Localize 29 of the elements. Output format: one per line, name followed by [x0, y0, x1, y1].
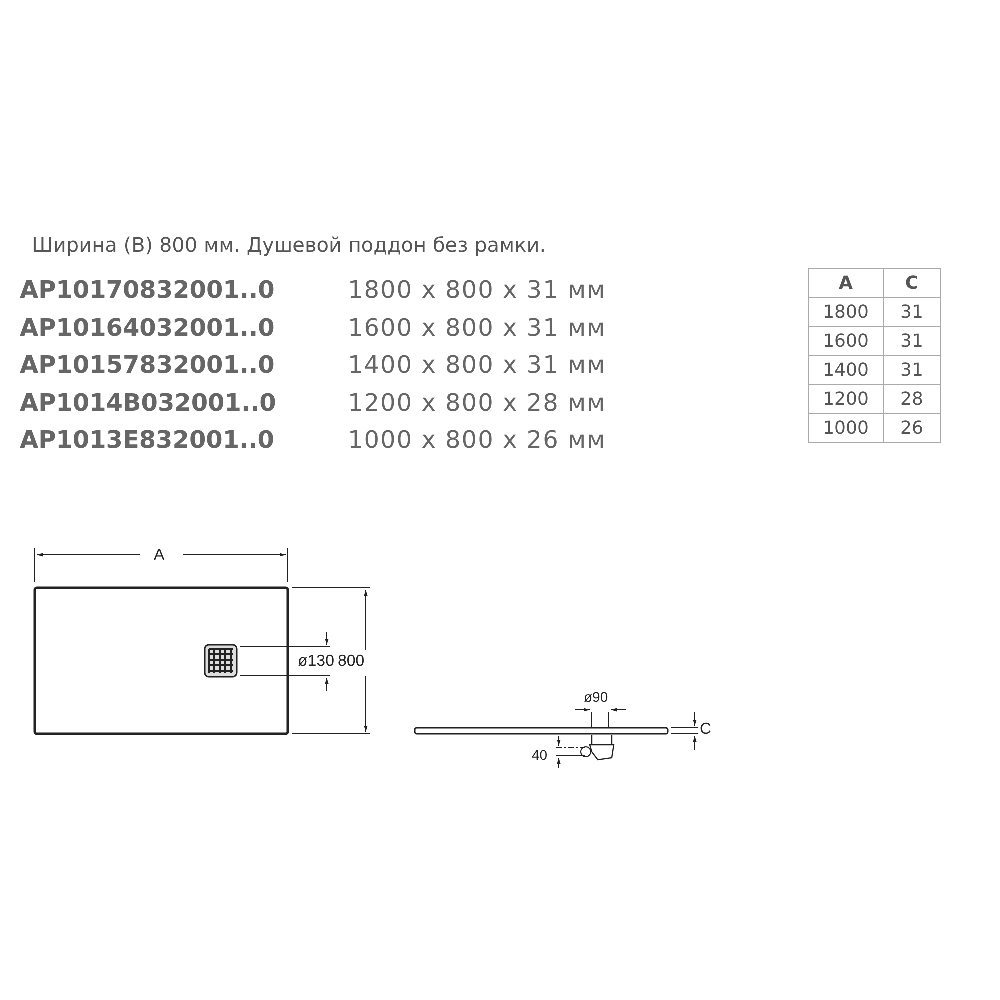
size-text: 1400 x 800 x 31 мм [348, 353, 606, 377]
column-header: C [884, 268, 940, 298]
table-cell: 26 [884, 414, 940, 442]
size-text: 1200 x 800 x 28 мм [348, 390, 606, 414]
heading-text: Ширина (B) 800 мм. Душевой поддон без рамки. [32, 235, 546, 255]
table-cell: 31 [884, 326, 940, 356]
product-code: AP10170832001..0 [20, 278, 275, 302]
table-cell: 31 [884, 356, 940, 384]
size-text: 1000 x 800 x 26 мм [348, 428, 606, 452]
table-cell: 28 [884, 384, 940, 414]
column-header: A [808, 268, 884, 298]
dimension-label: ø90 [584, 690, 608, 704]
product-code: AP1014B032001..0 [20, 390, 276, 414]
table-cell: 1600 [808, 326, 884, 356]
size-text: 1800 x 800 x 31 мм [348, 278, 606, 302]
table-cell: 1200 [808, 384, 884, 414]
product-code: AP1013E832001..0 [20, 428, 274, 452]
product-code: AP10157832001..0 [20, 353, 275, 377]
dimension-label: A [154, 548, 165, 564]
table-cell: 1000 [808, 414, 884, 442]
product-code: AP10164032001..0 [20, 316, 275, 340]
dimension-label: C [700, 722, 712, 738]
dimension-label: ø130 [298, 654, 334, 670]
table-cell: 1400 [808, 356, 884, 384]
size-text: 1600 x 800 x 31 мм [348, 316, 606, 340]
table-cell: 31 [884, 298, 940, 326]
dimension-label: 800 [338, 654, 365, 670]
dimension-label: 40 [532, 748, 548, 762]
table-cell: 1800 [808, 298, 884, 326]
